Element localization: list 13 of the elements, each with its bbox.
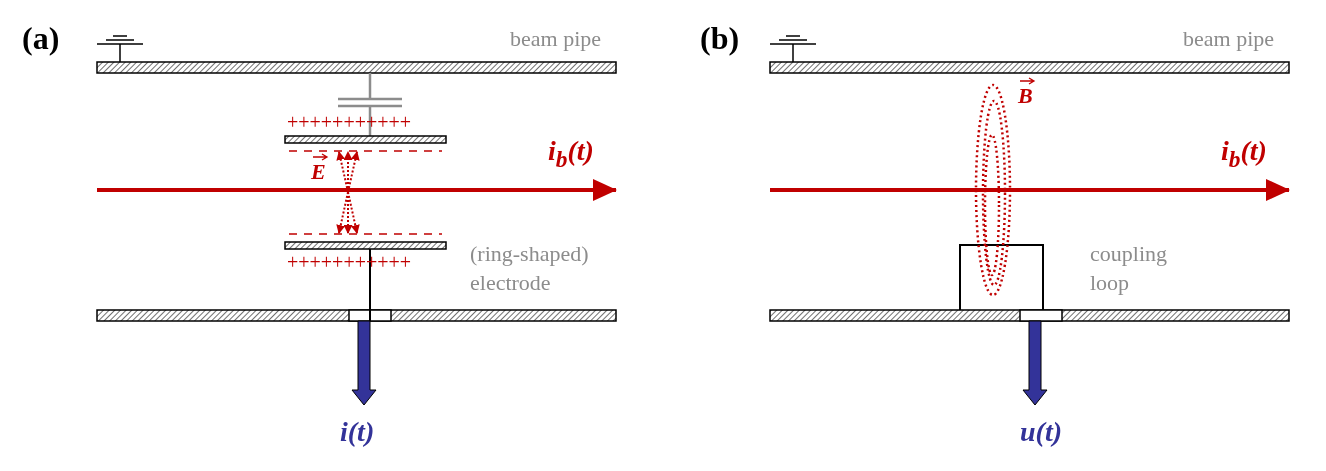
component-label: beam pipe [510, 27, 602, 51]
signal-label: i(t) [340, 417, 375, 447]
panel-label: (a) [22, 22, 60, 56]
field-label: B [1018, 76, 1033, 108]
charge-signs: +++++++++++ [287, 112, 412, 133]
component-label: coupling loop [1090, 240, 1168, 297]
current-label: i$_{b}$(t) [548, 136, 594, 172]
field-label: E [311, 152, 326, 184]
component-label: (ring-shaped) electrode [470, 240, 590, 297]
signal-label: u(t) [1020, 417, 1062, 447]
component-label: beam pipe [1183, 27, 1275, 51]
panel-label: (b) [700, 22, 740, 56]
current-label: i$_{b}$(t) [1221, 136, 1267, 172]
